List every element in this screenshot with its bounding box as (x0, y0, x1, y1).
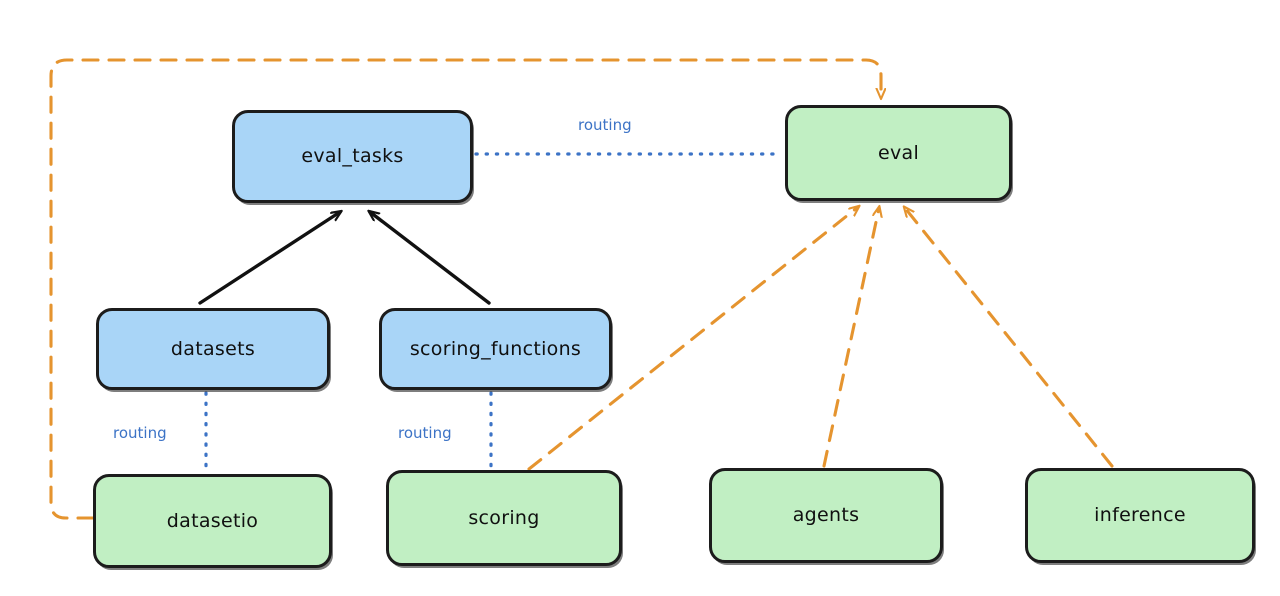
node-label-datasets: datasets (170, 337, 256, 360)
node-scoring[interactable]: scoring (386, 470, 622, 566)
node-label-inference: inference (1094, 504, 1186, 527)
node-scoring-functions[interactable]: scoring_functions (379, 308, 612, 390)
edge-datasets-to-eval-tasks (198, 212, 340, 305)
edge-label-routing-eval: routing (578, 116, 632, 134)
node-inference[interactable]: inference (1025, 468, 1255, 563)
node-label-eval: eval (877, 141, 920, 164)
node-label-eval-tasks: eval_tasks (301, 145, 404, 168)
node-eval-tasks[interactable]: eval_tasks (232, 110, 473, 203)
edge-scoring-functions-to-eval-tasks (370, 212, 491, 305)
node-datasets[interactable]: datasets (96, 308, 330, 390)
node-label-scoring-functions: scoring_functions (409, 337, 582, 360)
node-eval[interactable]: eval (785, 105, 1012, 201)
edge-agents-to-eval (822, 208, 879, 468)
node-label-agents: agents (792, 504, 860, 527)
edge-label-routing-datasetio: routing (113, 424, 167, 442)
node-agents[interactable]: agents (709, 468, 943, 563)
node-datasetio[interactable]: datasetio (93, 474, 332, 568)
edge-label-routing-scoring: routing (398, 424, 452, 442)
node-label-scoring: scoring (468, 506, 540, 529)
node-label-datasetio: datasetio (166, 509, 259, 532)
edge-inference-to-eval (905, 208, 1114, 468)
